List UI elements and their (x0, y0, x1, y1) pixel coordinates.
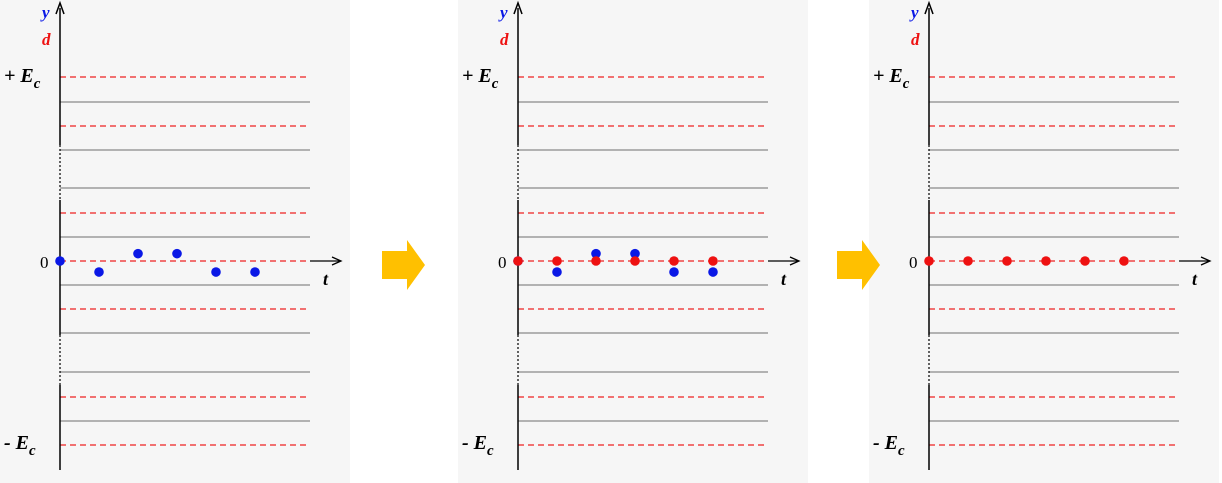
y-series-point (552, 267, 562, 277)
y-axis-arrowhead (924, 0, 934, 15)
plus-ec-label: + Ec (873, 65, 910, 92)
y-series-point (94, 267, 104, 277)
t-axis-arrowhead (789, 256, 801, 266)
right-arrow-icon (382, 240, 425, 290)
panel-3: yd+ Ec - Ec 0 t (869, 0, 1219, 483)
d-series-point (708, 256, 718, 266)
y-series-point (55, 256, 65, 266)
y-label: y (40, 3, 50, 22)
panel-background (458, 0, 808, 483)
d-series-point (924, 256, 934, 266)
minus-ec-label: - Ec (4, 432, 36, 459)
minus-ec-label: - Ec (462, 432, 494, 459)
plus-ec-label: + Ec (4, 65, 41, 92)
panel-background (0, 0, 350, 483)
d-label: d (911, 30, 920, 49)
d-series-point (1080, 256, 1090, 266)
d-label: d (42, 30, 51, 49)
zero-label: 0 (40, 253, 49, 272)
d-series-point (513, 256, 523, 266)
zero-label: 0 (909, 253, 918, 272)
t-label: t (323, 269, 329, 289)
y-series-point (133, 248, 143, 259)
y-series-point (669, 267, 679, 277)
t-label: t (1192, 269, 1198, 289)
zero-label: 0 (498, 253, 507, 272)
panel-1: yd+ Ec - Ec 0 t (0, 0, 350, 483)
y-label: y (909, 3, 919, 22)
y-series-point (172, 248, 182, 259)
y-label: y (498, 3, 508, 22)
minus-ec-label: - Ec (873, 432, 905, 459)
y-axis-arrowhead (55, 0, 65, 15)
d-series-point (552, 256, 562, 266)
arrows-root (382, 240, 880, 290)
d-series-point (591, 256, 601, 266)
d-series-point (1119, 256, 1129, 266)
y-series-point (250, 267, 260, 277)
panel-background (869, 0, 1219, 483)
y-axis-arrowhead (513, 0, 523, 15)
d-series-point (669, 256, 679, 266)
y-series-point (630, 248, 640, 259)
d-series-point (1002, 256, 1012, 266)
d-series-point (963, 256, 973, 266)
d-series-point (630, 256, 640, 266)
plus-ec-label: + Ec (462, 65, 499, 92)
y-series-point (708, 267, 718, 277)
d-label: d (500, 30, 509, 49)
t-axis-arrowhead (1200, 256, 1212, 266)
y-series-point (591, 248, 601, 259)
panel-2: yd+ Ec - Ec 0 t (458, 0, 808, 483)
y-series-point (211, 267, 221, 277)
t-axis-arrowhead (331, 256, 343, 266)
t-label: t (781, 269, 787, 289)
right-arrow-icon (837, 240, 880, 290)
d-series-point (1041, 256, 1051, 266)
